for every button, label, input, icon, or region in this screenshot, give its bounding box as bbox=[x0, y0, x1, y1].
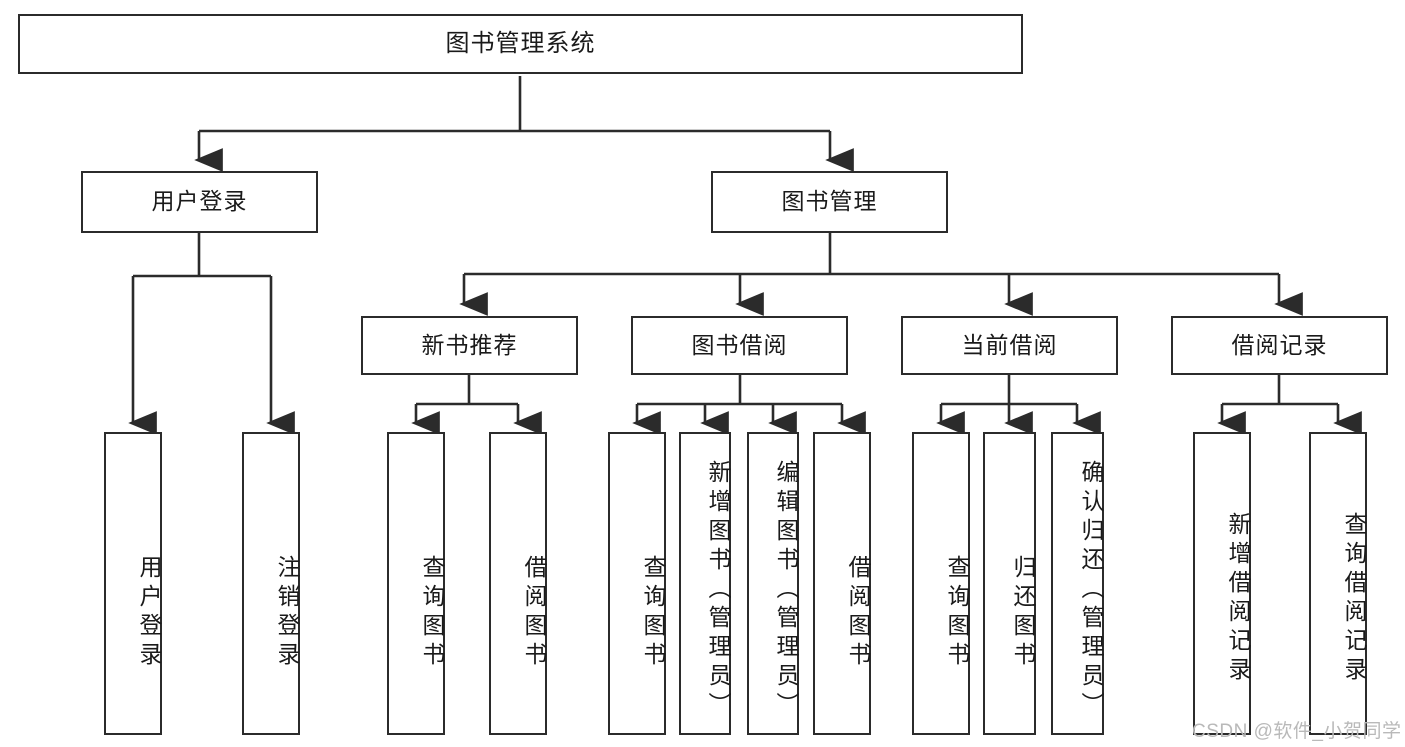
watermark-text: CSDN @软件_小贺同学 bbox=[1192, 721, 1402, 742]
node-leaf-query-book-1-label: 查询图书 bbox=[419, 554, 445, 671]
node-leaf-user-logout[interactable]: 注销登录 bbox=[242, 432, 300, 735]
node-leaf-borrow-book-1[interactable]: 借阅图书 bbox=[489, 432, 547, 735]
node-leaf-query-record[interactable]: 查询借阅记录 bbox=[1309, 432, 1367, 735]
node-leaf-query-book-2[interactable]: 查询图书 bbox=[608, 432, 666, 735]
node-leaf-confirm-return-label: 确认归还（管理员） bbox=[1078, 460, 1104, 721]
node-borrow-record[interactable]: 借阅记录 bbox=[1171, 316, 1388, 375]
node-root[interactable]: 图书管理系统 bbox=[18, 14, 1023, 74]
node-leaf-add-record[interactable]: 新增借阅记录 bbox=[1193, 432, 1251, 735]
node-current-borrow-label: 当前借阅 bbox=[961, 331, 1058, 358]
node-leaf-user-logout-label: 注销登录 bbox=[274, 554, 300, 671]
node-leaf-user-login[interactable]: 用户登录 bbox=[104, 432, 162, 735]
node-leaf-borrow-book-2-label: 借阅图书 bbox=[845, 554, 871, 671]
node-leaf-confirm-return[interactable]: 确认归还（管理员） bbox=[1051, 432, 1104, 735]
node-leaf-edit-book-label: 编辑图书（管理员） bbox=[773, 460, 799, 721]
node-user-login[interactable]: 用户登录 bbox=[81, 171, 318, 233]
node-current-borrow[interactable]: 当前借阅 bbox=[901, 316, 1118, 375]
node-book-borrow[interactable]: 图书借阅 bbox=[631, 316, 848, 375]
node-leaf-edit-book[interactable]: 编辑图书（管理员） bbox=[747, 432, 799, 735]
node-root-label: 图书管理系统 bbox=[445, 29, 596, 57]
node-book-borrow-label: 图书借阅 bbox=[691, 331, 788, 358]
node-leaf-query-book-3-label: 查询图书 bbox=[944, 554, 970, 671]
node-user-login-label: 用户登录 bbox=[151, 188, 248, 215]
node-leaf-return-book-label: 归还图书 bbox=[1010, 554, 1036, 671]
node-leaf-query-book-3[interactable]: 查询图书 bbox=[912, 432, 970, 735]
node-leaf-add-book-label: 新增图书（管理员） bbox=[705, 460, 731, 721]
node-leaf-borrow-book-2[interactable]: 借阅图书 bbox=[813, 432, 871, 735]
node-book-management[interactable]: 图书管理 bbox=[711, 171, 948, 233]
node-leaf-return-book[interactable]: 归还图书 bbox=[983, 432, 1036, 735]
node-leaf-user-login-label: 用户登录 bbox=[136, 554, 162, 671]
node-borrow-record-label: 借阅记录 bbox=[1231, 331, 1328, 358]
node-new-book-recommend[interactable]: 新书推荐 bbox=[361, 316, 578, 375]
node-leaf-query-record-label: 查询借阅记录 bbox=[1341, 511, 1367, 686]
node-leaf-borrow-book-1-label: 借阅图书 bbox=[521, 554, 547, 671]
node-leaf-add-book[interactable]: 新增图书（管理员） bbox=[679, 432, 731, 735]
node-leaf-add-record-label: 新增借阅记录 bbox=[1225, 511, 1251, 686]
node-leaf-query-book-2-label: 查询图书 bbox=[640, 554, 666, 671]
node-book-management-label: 图书管理 bbox=[781, 188, 878, 215]
node-leaf-query-book-1[interactable]: 查询图书 bbox=[387, 432, 445, 735]
node-new-book-recommend-label: 新书推荐 bbox=[421, 331, 518, 358]
